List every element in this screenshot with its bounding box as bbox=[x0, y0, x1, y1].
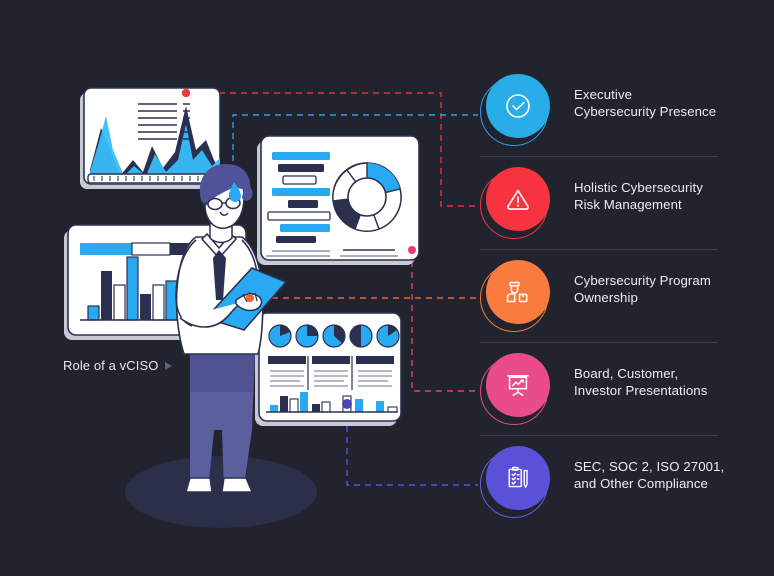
icon-compliance bbox=[480, 446, 552, 518]
person-box-icon bbox=[486, 260, 550, 324]
donut-chart-dashboard bbox=[257, 135, 420, 265]
list-item-label: Board, Customer, Investor Presentations bbox=[574, 365, 774, 399]
list-item-executive-presence[interactable]: Executive Cybersecurity Presence bbox=[472, 66, 772, 159]
list-item-label: Executive Cybersecurity Presence bbox=[574, 86, 774, 120]
list-item-program-ownership[interactable]: Cybersecurity Program Ownership bbox=[472, 252, 772, 345]
list-divider bbox=[480, 156, 718, 157]
benefits-list: Executive Cybersecurity Presence Holisti… bbox=[472, 66, 772, 531]
role-caption: Role of a vCISO bbox=[63, 358, 173, 373]
connector-dot-pink bbox=[408, 246, 416, 254]
check-circle-icon bbox=[486, 74, 550, 138]
icon-executive-presence bbox=[480, 74, 552, 146]
connector-dot-red bbox=[181, 88, 191, 98]
label-line-2: Risk Management bbox=[574, 197, 682, 212]
label-line-1: Holistic Cybersecurity bbox=[574, 180, 703, 195]
list-divider bbox=[480, 435, 718, 436]
list-item-risk-management[interactable]: Holistic Cybersecurity Risk Management bbox=[472, 159, 772, 252]
icon-program-ownership bbox=[480, 260, 552, 332]
label-line-2: and Other Compliance bbox=[574, 476, 708, 491]
connector-compliance bbox=[346, 404, 478, 486]
list-item-label: Holistic Cybersecurity Risk Management bbox=[574, 179, 774, 213]
icon-risk-management bbox=[480, 167, 552, 239]
play-triangle-icon bbox=[165, 361, 173, 370]
label-line-2: Investor Presentations bbox=[574, 383, 708, 398]
tablet-connector-dot bbox=[246, 294, 254, 302]
label-line-1: Board, Customer, bbox=[574, 366, 679, 381]
list-divider bbox=[480, 342, 718, 343]
presentation-chart-icon bbox=[486, 353, 550, 417]
label-line-1: SEC, SOC 2, ISO 27001, bbox=[574, 459, 725, 474]
connector-risk bbox=[186, 92, 478, 207]
connector-presentations bbox=[411, 250, 478, 392]
role-caption-text: Role of a vCISO bbox=[63, 358, 159, 373]
label-line-2: Ownership bbox=[574, 290, 638, 305]
pie-row bbox=[268, 324, 400, 348]
list-divider bbox=[480, 249, 718, 250]
label-line-1: Executive bbox=[574, 87, 633, 102]
list-item-compliance[interactable]: SEC, SOC 2, ISO 27001, and Other Complia… bbox=[472, 438, 772, 531]
floor-shadow bbox=[125, 456, 317, 528]
pie-grid-dashboard bbox=[255, 312, 402, 426]
clipboard-pen-icon bbox=[486, 446, 550, 510]
label-line-2: Cybersecurity Presence bbox=[574, 104, 717, 119]
icon-presentations bbox=[480, 353, 552, 425]
person-holding-tablet bbox=[175, 164, 288, 493]
list-item-label: SEC, SOC 2, ISO 27001, and Other Complia… bbox=[574, 458, 774, 492]
list-item-label: Cybersecurity Program Ownership bbox=[574, 272, 774, 306]
warning-triangle-icon bbox=[486, 167, 550, 231]
three-columns bbox=[268, 356, 394, 390]
label-line-1: Cybersecurity Program bbox=[574, 273, 711, 288]
connector-dot-purple bbox=[342, 399, 352, 409]
area-chart-dashboard bbox=[80, 87, 221, 189]
list-item-presentations[interactable]: Board, Customer, Investor Presentations bbox=[472, 345, 772, 438]
